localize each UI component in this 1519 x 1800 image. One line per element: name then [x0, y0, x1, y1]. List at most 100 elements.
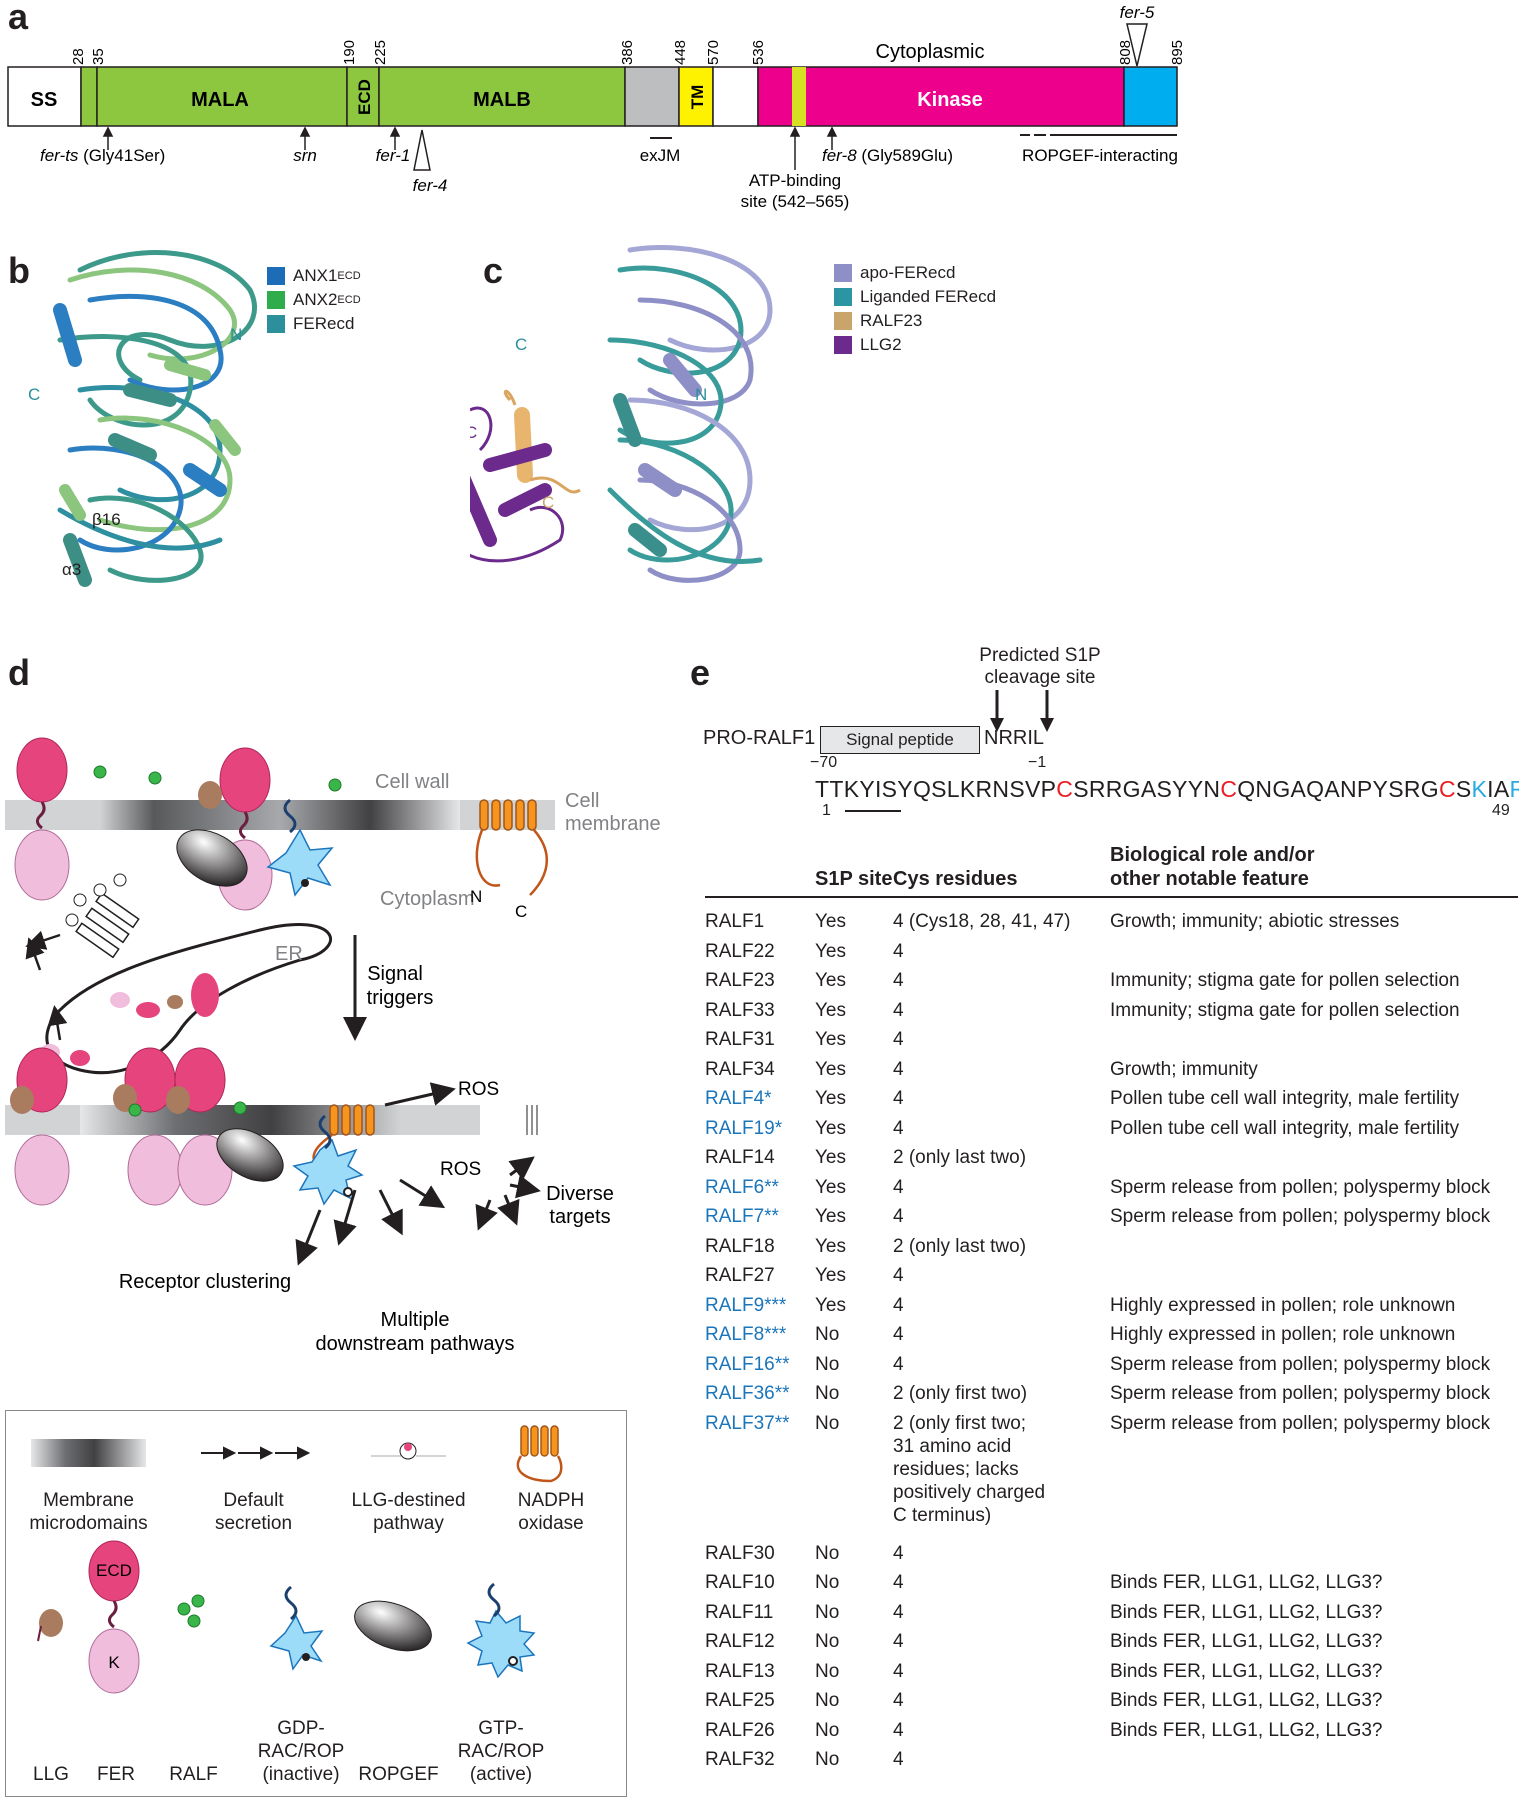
- label-cytoplasmic: Cytoplasmic: [876, 41, 985, 63]
- pos-536: 536: [750, 40, 767, 65]
- label-diverse-2: targets: [549, 1206, 610, 1228]
- label-cell-membrane-1: Cell: [565, 790, 599, 812]
- label-er: ER: [275, 943, 303, 965]
- biological-role: Immunity; stigma gate for pollen selecti…: [1110, 999, 1460, 1021]
- ralf-name: RALF36**: [705, 1383, 790, 1404]
- cys-residues: 4: [893, 1749, 904, 1770]
- legend-c-llg2: LLG2: [834, 335, 902, 355]
- gtp-rac-rop-icon: [466, 1582, 536, 1679]
- label-multiple-2: downstream pathways: [316, 1333, 515, 1355]
- cys-residues: 4: [893, 1719, 904, 1741]
- label-b-c: C: [28, 385, 40, 404]
- sequence-underline: [845, 810, 901, 812]
- s1p-site: No: [815, 1690, 840, 1711]
- sequence-segment: QNGAQANPYSRG: [1237, 776, 1439, 802]
- legend-c-liganded: Liganded FERecd: [834, 287, 996, 307]
- s1p-site: Yes: [815, 1029, 846, 1050]
- s1p-site: Yes: [815, 1235, 846, 1257]
- pos-386: 386: [619, 40, 636, 65]
- cys-residues: 4: [893, 1690, 904, 1711]
- domain-ss: [7, 66, 82, 127]
- cys-residues: 4: [893, 1088, 904, 1109]
- biological-role: Growth; immunity: [1110, 1058, 1258, 1080]
- ralf-name: RALF34: [705, 1058, 775, 1080]
- cleavage-arrows: [990, 690, 1054, 732]
- nrril-label: NRRIL: [984, 727, 1045, 749]
- ralf-name: RALF37**: [705, 1412, 790, 1434]
- ralf-name: RALF32: [705, 1749, 775, 1770]
- domain-pre-mala: [80, 66, 98, 127]
- key-llg-label: LLG: [33, 1764, 69, 1785]
- sequence-segment: SRRGASYYN: [1073, 776, 1221, 802]
- ralf-name: RALF6**: [705, 1176, 779, 1198]
- s1p-site: No: [815, 1324, 840, 1345]
- biological-role: Sperm release from pollen; polyspermy bl…: [1110, 1176, 1491, 1198]
- s1p-site: No: [815, 1383, 840, 1404]
- pos-190: 190: [341, 40, 358, 65]
- label-atp-2: site (542–565): [741, 192, 850, 211]
- s1p-site: Yes: [815, 1294, 846, 1316]
- cys-residues: 2 (only last two): [893, 1235, 1027, 1257]
- s1p-site: No: [815, 1631, 840, 1652]
- label-signal-2: triggers: [367, 987, 434, 1009]
- label-cytoplasm: Cytoplasm: [380, 888, 474, 910]
- fer-icon: [88, 1540, 140, 1694]
- ralf-name: RALF4*: [705, 1088, 772, 1109]
- sequence-segment: TTKYISYQSLKRNSVP: [815, 776, 1057, 802]
- default-secretion-icon: [201, 1446, 311, 1460]
- domain-exjm: [624, 66, 680, 127]
- panel-label-e: e: [690, 652, 711, 693]
- key-ropgef-label: ROPGEF: [358, 1764, 439, 1785]
- signal-peptide-box: Signal peptide: [820, 726, 980, 754]
- pos-28: 28: [70, 48, 87, 65]
- s1p-site: Yes: [815, 1058, 846, 1080]
- biological-role: Binds FER, LLG1, LLG2, LLG3?: [1110, 1601, 1383, 1623]
- cys-residues: 2 (only first two): [893, 1383, 1028, 1404]
- s1p-site: No: [815, 1542, 840, 1564]
- ralf-name: RALF31: [705, 1029, 775, 1050]
- label-b-beta16: β16: [92, 510, 121, 529]
- ralf-name: RALF13: [705, 1660, 775, 1682]
- panel-a-domain-diagram: SS MALA ECD MALB TM Kinase 28 35 190 225…: [7, 3, 1186, 211]
- ralf-name: RALF18: [705, 1235, 775, 1257]
- pos-minus70: −70: [810, 754, 838, 771]
- legend-c-apo: apo-FERecd: [834, 263, 955, 283]
- pos-570: 570: [705, 40, 722, 65]
- label-exjm: exJM: [640, 146, 681, 165]
- ropgef-icon: [354, 1600, 432, 1652]
- cys-residues: 4: [893, 970, 904, 991]
- cys-residues: 4: [893, 1176, 904, 1198]
- th-cys: Cys residues: [893, 868, 1018, 890]
- ralf-name: RALF25: [705, 1690, 775, 1711]
- biological-role: Immunity; stigma gate for pollen selecti…: [1110, 970, 1460, 991]
- label-malb: MALB: [473, 89, 531, 111]
- domain-mala: [96, 66, 348, 127]
- key-k-text: K: [108, 1653, 120, 1672]
- biological-role: Binds FER, LLG1, LLG2, LLG3?: [1110, 1572, 1383, 1593]
- cys-residues: 4: [893, 1206, 904, 1227]
- label-multiple-1: Multiple: [381, 1309, 450, 1331]
- ralf-name: RALF22: [705, 940, 775, 962]
- biological-role: Sperm release from pollen; polyspermy bl…: [1110, 1353, 1491, 1375]
- s1p-site: No: [815, 1412, 840, 1434]
- label-cell-wall: Cell wall: [375, 771, 449, 793]
- label-receptor-clustering: Receptor clustering: [119, 1271, 291, 1293]
- biological-role: Binds FER, LLG1, LLG2, LLG3?: [1110, 1719, 1383, 1741]
- s1p-site: Yes: [815, 1206, 846, 1227]
- llg-pathway-icon: [371, 1442, 446, 1460]
- label-c-c: C: [515, 335, 527, 354]
